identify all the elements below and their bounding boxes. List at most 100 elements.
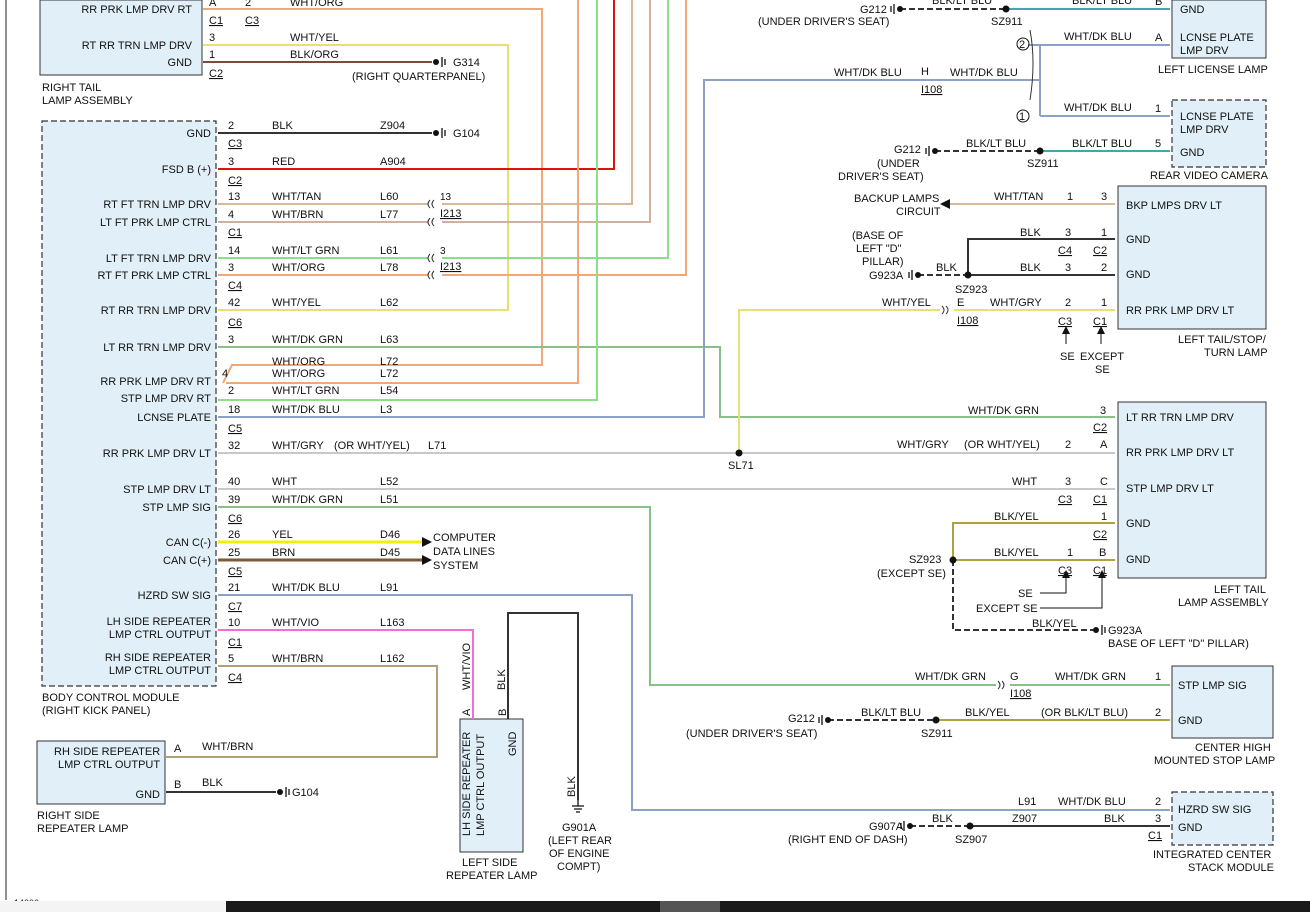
left-side-repeater-box [459, 718, 524, 853]
svg-text:1: 1 [1101, 297, 1107, 309]
bcm-pin-number: 3 [228, 262, 234, 274]
connector-label: C2 [209, 68, 223, 80]
svg-text:WHT/DK BLU: WHT/DK BLU [950, 67, 1018, 79]
ground-symbol-icon [441, 57, 446, 67]
arrow-up-icon [1062, 570, 1070, 578]
module-title: RIGHT TAIL [42, 82, 101, 94]
bcm-pin-label: STP LMP DRV LT [123, 484, 211, 496]
pin-label: STP LMP DRV LT [1126, 483, 1214, 495]
svg-text:3: 3 [1101, 191, 1107, 203]
ground-label: G314 [453, 57, 480, 69]
svg-text:C2: C2 [1093, 529, 1107, 541]
bcm-pin-label: LMP CTRL OUTPUT [109, 665, 211, 677]
connector-label: C2 [228, 175, 242, 187]
destination-label: SYSTEM [433, 560, 478, 572]
svg-text:BLK: BLK [566, 776, 578, 797]
wire-license-branch [1028, 44, 1170, 117]
variant-1-marker [1016, 109, 1030, 123]
bcm-pin-label: RT RR TRN LMP DRV [101, 305, 212, 317]
svg-text:Z907: Z907 [1012, 813, 1037, 825]
bcm-pin-number: 21 [228, 582, 240, 594]
svg-text:WHT/DK BLU: WHT/DK BLU [834, 67, 902, 79]
wire-color-label: WHT/YEL [290, 32, 339, 44]
wire-color-label: WHT/BRN [272, 653, 323, 665]
circuit-label: L72 [380, 356, 398, 368]
pin-label: GND [168, 57, 193, 69]
svg-text:A: A [1155, 32, 1163, 44]
svg-text:WHT/GRY: WHT/GRY [990, 297, 1042, 309]
splice-label: SZ923 [909, 554, 941, 566]
arrow-right-icon [422, 537, 432, 547]
wire-l63 [218, 346, 1115, 418]
pin-label: STP LMP SIG [1178, 680, 1247, 692]
ground-location: (LEFT REAR [548, 835, 612, 847]
wire-l51 [218, 506, 1170, 686]
ground-label: G104 [292, 787, 319, 799]
pin-label: GND [1180, 147, 1205, 159]
circuit-label: L3 [380, 404, 392, 416]
bcm-pin-number: 42 [228, 297, 240, 309]
wire-color-label: BRN [272, 547, 295, 559]
bcm-pin-number: 40 [228, 476, 240, 488]
wire-l78 [218, 0, 687, 276]
wire-color-label: WHT/ORG [272, 356, 325, 368]
svg-text:WHT/DK GRN: WHT/DK GRN [968, 405, 1039, 417]
ground-symbol-icon [908, 270, 913, 280]
wire-ltst-gnd-a [967, 238, 1115, 275]
splice-sz911-mid [1036, 147, 1044, 155]
icsm-box [1171, 791, 1274, 846]
splice-sz923-top [964, 271, 972, 279]
inline-connector-label: I108 [957, 315, 978, 327]
svg-text:C1: C1 [1148, 830, 1162, 842]
svg-text:BLK: BLK [1020, 227, 1041, 239]
svg-text:C1: C1 [1093, 494, 1107, 506]
wire-a904 [218, 0, 615, 170]
wire-color-alt: (OR WHT/YEL) [334, 440, 410, 452]
svg-text:BLK/LT BLU: BLK/LT BLU [1072, 0, 1132, 7]
svg-text:C2: C2 [1093, 422, 1107, 434]
circuit-label: D46 [380, 529, 400, 541]
svg-text:BLK/LT BLU: BLK/LT BLU [1072, 138, 1132, 150]
pin-label: LT RR TRN LMP DRV [1126, 412, 1234, 424]
connector-label: C4 [228, 280, 242, 292]
ground-location: (BASE OF [852, 230, 904, 242]
variant-label: SE [1060, 351, 1075, 363]
svg-text:C3: C3 [1058, 316, 1072, 328]
destination-label: CIRCUIT [896, 206, 941, 218]
arrow-right-icon [422, 555, 432, 565]
ground-label: G901A [562, 822, 597, 834]
wire-color-label: WHT/YEL [272, 297, 321, 309]
circuit-label: A904 [380, 156, 406, 168]
ground-dot [433, 59, 439, 65]
svg-text:BLK/LT BLU: BLK/LT BLU [966, 138, 1026, 150]
pin-label: GND [507, 732, 519, 757]
pin-number: 3 [209, 32, 215, 44]
bcm-pin-label: GND [187, 128, 212, 140]
right-side-repeater-box [36, 740, 166, 805]
wire-l3 [218, 79, 1028, 418]
rear-video-camera-box [1171, 99, 1267, 168]
wire-lh-repeater-gnd [507, 612, 579, 800]
bcm-pin-number: 13 [228, 191, 240, 203]
bcm-pin-number: 2 [228, 385, 234, 397]
ground-symbol-icon [900, 821, 905, 831]
module-title: LEFT SIDE [462, 857, 517, 869]
ground-symbol-icon [925, 146, 930, 156]
pin-label: GND [1126, 269, 1151, 281]
ground-symbol-icon [1101, 625, 1106, 635]
circuit-label: L78 [380, 262, 398, 274]
inline-connector-mark [427, 253, 435, 263]
arrow-stem [1040, 578, 1067, 594]
wire-color-label: WHT/LT GRN [272, 385, 339, 397]
pin-number: 1 [209, 49, 215, 61]
left-license-lamp-box [1171, 0, 1267, 59]
ground-dot [897, 6, 903, 12]
bcm-pin-label: LH SIDE REPEATER [107, 616, 211, 628]
splice-label: SZ911 [1027, 158, 1059, 170]
ground-location: (UNDER [877, 158, 920, 170]
bcm-pin-label: RR PRK LMP DRV RT [100, 376, 211, 388]
bcm-pin-number: 5 [228, 653, 234, 665]
connector-label: C4 [228, 672, 242, 684]
circuit-label: L52 [380, 476, 398, 488]
